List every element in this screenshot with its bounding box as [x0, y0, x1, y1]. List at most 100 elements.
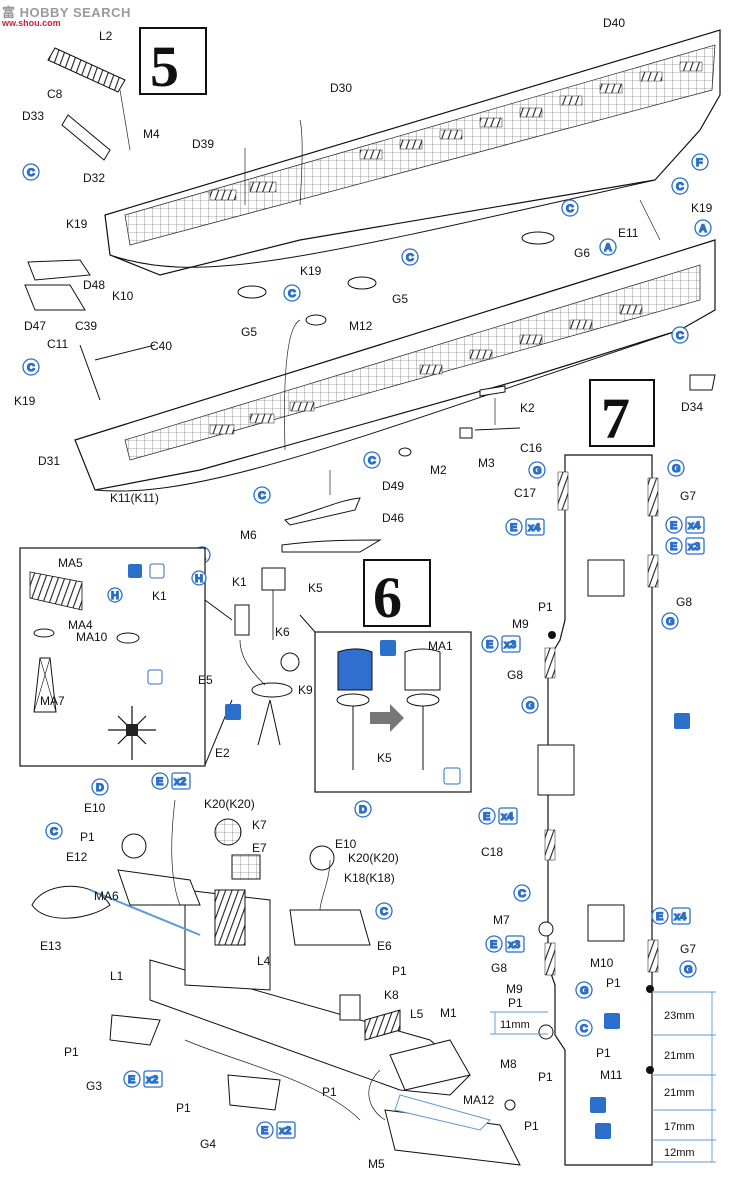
label-ma4: MA4	[68, 618, 93, 632]
label-k18: K18(K18)	[344, 871, 395, 885]
callout-c-6: C	[671, 326, 689, 344]
callout-a-1: A	[599, 238, 617, 256]
callout-c-5: C	[671, 177, 689, 195]
count-x3-3: x3	[505, 935, 525, 953]
label-ma7: MA7	[40, 694, 65, 708]
part-c40	[94, 344, 156, 361]
label-k6: K6	[275, 625, 290, 639]
watermark-site: ww.shou.com	[2, 18, 61, 28]
callout-c-s7-2: C	[575, 1019, 593, 1037]
label-g4: G4	[200, 1137, 216, 1151]
svg-text:x4: x4	[501, 811, 514, 823]
part-l4-stack	[214, 889, 246, 946]
label-p1-b: P1	[392, 964, 407, 978]
svg-text:G: G	[684, 964, 693, 976]
svg-text:E: E	[670, 520, 677, 532]
callout-g-3: G	[661, 612, 679, 630]
part-m12	[305, 314, 327, 326]
label-c39: C39	[75, 319, 97, 333]
label-m2: M2	[430, 463, 447, 477]
label-k20-b: K20(K20)	[348, 851, 399, 865]
label-g8-c: G8	[491, 961, 507, 975]
callout-c-s7-1: C	[513, 884, 531, 902]
svg-text:C: C	[380, 906, 388, 918]
svg-text:C: C	[518, 888, 526, 900]
part-g4	[227, 1074, 281, 1111]
label-k19-b: K19	[300, 264, 322, 278]
callout-c-3: C	[283, 284, 301, 302]
brush-icon-2	[443, 767, 461, 785]
paint-icon-s7-1	[674, 713, 690, 729]
svg-text:x4: x4	[674, 911, 687, 923]
svg-text:x3: x3	[508, 939, 520, 951]
callout-h: H	[191, 570, 207, 586]
deck-box	[537, 744, 575, 796]
step-5-box	[139, 27, 207, 95]
step-5-number: 5	[150, 34, 179, 99]
label-p1-d: P1	[322, 1085, 337, 1099]
decal-icon-2	[595, 1123, 611, 1139]
label-p1-a: P1	[80, 830, 95, 844]
count-x2-1: x2	[171, 772, 191, 790]
svg-text:E: E	[510, 522, 517, 534]
brush-icon	[149, 563, 165, 579]
label-m5: M5	[368, 1157, 385, 1171]
label-l1: L1	[110, 969, 124, 983]
label-g7-b: G7	[680, 942, 696, 956]
svg-text:C: C	[27, 167, 35, 179]
svg-text:A: A	[604, 242, 612, 254]
svg-text:G: G	[672, 463, 681, 475]
label-g3: G3	[86, 1079, 102, 1093]
part-e13	[31, 885, 111, 919]
part-e2	[257, 699, 281, 746]
label-c40: C40	[150, 339, 172, 353]
count-x3-1: x3	[685, 537, 705, 555]
count-x4-1: x4	[525, 518, 545, 536]
label-k19-d: K19	[14, 394, 36, 408]
mast-inset	[19, 547, 233, 767]
callout-c-2: C	[401, 248, 419, 266]
part-m10	[646, 985, 654, 993]
svg-text:D: D	[359, 804, 367, 816]
glue-icon-2	[225, 704, 241, 720]
step-7-section: 7	[478, 379, 716, 1166]
label-g8-b: G8	[507, 668, 523, 682]
label-k5: K5	[308, 581, 323, 595]
part-g6	[521, 231, 555, 245]
callout-g-1: G	[528, 461, 546, 479]
label-d40: D40	[603, 16, 625, 30]
part-e6	[289, 909, 371, 946]
arrow-icon	[370, 704, 404, 732]
callout-e-3: E	[665, 537, 683, 555]
label-m11: M11	[600, 1068, 623, 1082]
part-e10-b	[309, 845, 335, 871]
svg-text:C: C	[27, 362, 35, 374]
svg-text:G: G	[666, 616, 675, 628]
callout-c-8: C	[363, 451, 381, 469]
label-g8-a: G8	[676, 595, 692, 609]
label-m9-b: M9	[506, 982, 523, 996]
svg-text:C: C	[258, 490, 266, 502]
callout-h-inset: H	[107, 587, 123, 603]
label-ma5: MA5	[58, 556, 83, 570]
label-p1-e: P1	[596, 1046, 611, 1060]
part-m2	[398, 447, 412, 457]
part-m7	[538, 921, 554, 937]
label-m12: M12	[349, 319, 373, 333]
label-e6: E6	[377, 939, 392, 953]
count-x4-4: x4	[671, 907, 691, 925]
label-e10-a: E10	[84, 801, 106, 815]
label-p1-c: P1	[64, 1045, 79, 1059]
svg-text:x3: x3	[504, 639, 516, 651]
svg-text:E: E	[128, 1074, 135, 1086]
dimension-4: 17mm	[664, 1121, 695, 1133]
dimension-5: 12mm	[664, 1147, 695, 1159]
label-d49: D49	[382, 479, 404, 493]
step-6-box	[363, 559, 431, 627]
callout-e-5: E	[478, 807, 496, 825]
svg-text:E: E	[486, 639, 493, 651]
part-m3	[459, 427, 473, 439]
part-g3	[109, 1014, 161, 1046]
callout-d-2: D	[354, 800, 372, 818]
part-k9-base	[251, 682, 293, 698]
